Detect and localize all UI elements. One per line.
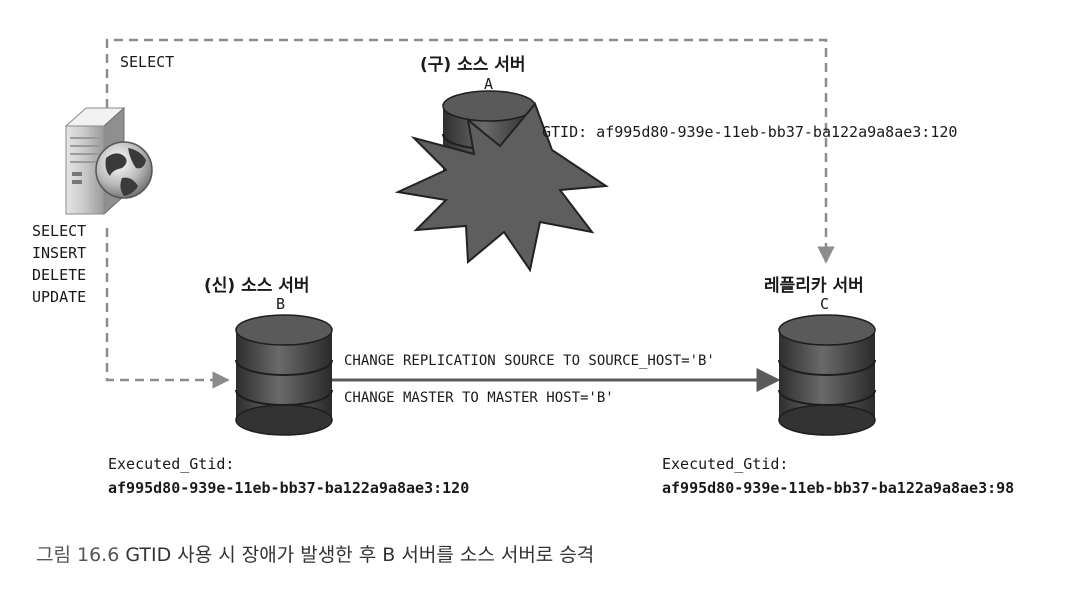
server-b-letter: B [276, 295, 286, 313]
server-b-executed-label: Executed_Gtid: [108, 455, 235, 473]
server-b-executed-gtid: af995d80-939e-11eb-bb37-ba122a9a8ae3:120 [108, 479, 470, 497]
server-a-gtid: GTID: af995d80-939e-11eb-bb37-ba122a9a8a… [542, 123, 958, 141]
web-server-icon [64, 106, 153, 216]
server-b-title: (신) 소스 서버 [204, 276, 310, 296]
dashed-select-path-to-replica [105, 38, 835, 264]
command-change-replication-source: CHANGE REPLICATION SOURCE TO SOURCE_HOST… [344, 353, 715, 369]
server-c-executed-gtid: af995d80-939e-11eb-bb37-ba122a9a8ae3:98 [662, 479, 1015, 497]
server-a-title: (구) 소스 서버 [420, 55, 526, 75]
client-top-select-label: SELECT [120, 53, 175, 71]
server-c-executed-label: Executed_Gtid: [662, 455, 789, 473]
query-insert: INSERT [32, 244, 87, 262]
database-c-icon [778, 314, 876, 436]
figure-caption-text: GTID 사용 시 장애가 발생한 후 B 서버를 소스 서버로 승격 [125, 544, 595, 566]
figure-caption: 그림 16.6 GTID 사용 시 장애가 발생한 후 B 서버를 소스 서버로… [36, 540, 594, 567]
server-a-letter: A [484, 75, 494, 93]
command-change-master: CHANGE MASTER TO MASTER HOST='B' [344, 390, 614, 406]
server-c-letter: C [820, 295, 830, 313]
client-query-list: SELECT INSERT DELETE UPDATE [32, 220, 86, 308]
query-delete: DELETE [32, 266, 87, 284]
server-c-title: 레플리카 서버 [764, 276, 864, 296]
query-select: SELECT [32, 222, 87, 240]
query-update: UPDATE [32, 288, 87, 306]
dashed-write-path-to-server-b [105, 228, 230, 389]
database-b-icon [235, 314, 333, 436]
failure-explosion-icon [394, 102, 609, 273]
figure-caption-number: 그림 16.6 [36, 544, 120, 566]
